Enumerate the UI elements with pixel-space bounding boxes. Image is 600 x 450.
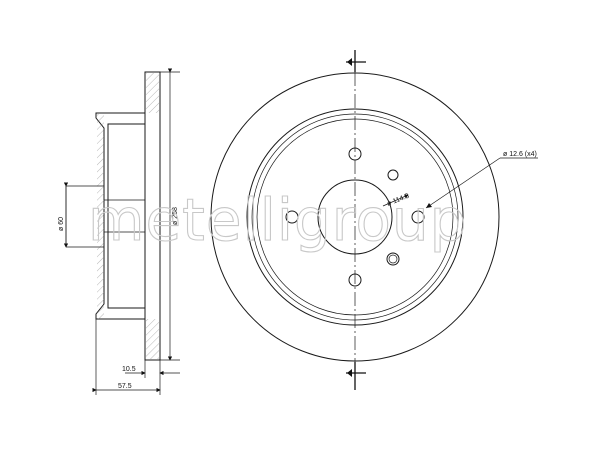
hat-section-inner: [107, 123, 145, 309]
side-section-view: ø 60 ø 258 10.5 57.5: [58, 68, 180, 395]
bolt-hole-right: [411, 210, 425, 224]
hat-hatching: [97, 114, 104, 319]
dim-label-center-diameter: ø 60: [58, 217, 65, 231]
dim-label-outer-diameter: ø 258: [172, 207, 179, 225]
pcd-leader: [382, 194, 409, 207]
ring-hatching-bottom: [146, 319, 159, 359]
dim-label-thickness: 10.5: [122, 366, 136, 373]
ring-hatching-top: [146, 73, 159, 113]
locating-hole-upper: [387, 169, 399, 181]
hole-leader: [425, 157, 501, 209]
bolt-hole-left: [285, 210, 299, 224]
locating-hole-lower: [386, 252, 400, 266]
dim-label-holes: ø 12.6 (x4): [503, 151, 537, 158]
friction-ring-section: [144, 71, 161, 361]
watermark-logo: metelligroup: [88, 186, 467, 254]
dim-label-total-height: 57.5: [118, 383, 132, 390]
